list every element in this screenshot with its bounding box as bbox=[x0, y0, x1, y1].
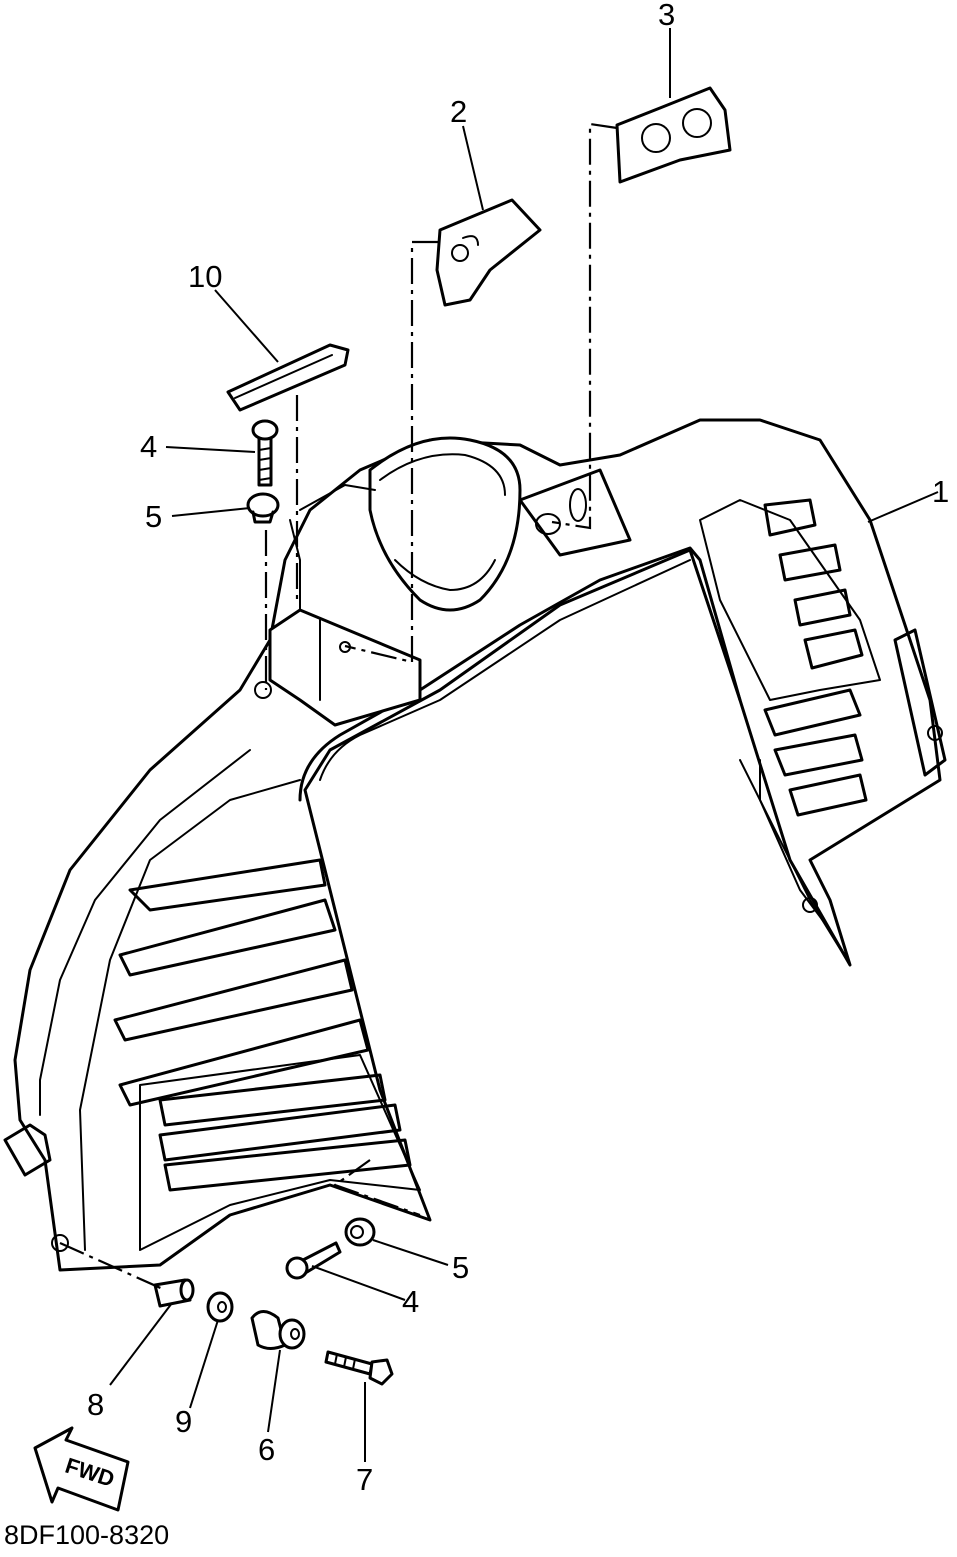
callout-5-upper: 5 bbox=[145, 499, 162, 534]
bolt-part-7 bbox=[324, 1350, 394, 1386]
assembly-lines bbox=[59, 122, 618, 1292]
forward-arrow: FWD bbox=[33, 1426, 130, 1512]
figure-code: 8DF100-8320 bbox=[4, 1520, 169, 1550]
callout-1: 1 bbox=[932, 474, 949, 509]
damper-part-6 bbox=[250, 1310, 306, 1350]
callout-3: 3 bbox=[658, 0, 675, 32]
bracket-part-2 bbox=[435, 198, 542, 307]
collar-part-8 bbox=[153, 1278, 195, 1308]
grommet-upper bbox=[246, 492, 280, 524]
callout-6: 6 bbox=[258, 1432, 275, 1467]
callout-4-upper: 4 bbox=[140, 429, 157, 464]
leader-lines bbox=[109, 28, 939, 1462]
callout-5-lower: 5 bbox=[452, 1250, 469, 1285]
plate-part-3 bbox=[615, 86, 732, 184]
screw-upper bbox=[251, 419, 279, 487]
screw-lower bbox=[285, 1241, 342, 1280]
washer-part-9 bbox=[206, 1291, 234, 1323]
callout-labels: 1 2 3 4 5 4 5 6 7 8 9 10 bbox=[87, 0, 949, 1497]
callout-2: 2 bbox=[450, 94, 467, 129]
strip-part-10 bbox=[226, 343, 350, 412]
callout-4-lower: 4 bbox=[402, 1284, 419, 1319]
callout-10: 10 bbox=[188, 259, 222, 294]
callout-9: 9 bbox=[175, 1404, 192, 1439]
callout-7: 7 bbox=[356, 1462, 373, 1497]
callout-8: 8 bbox=[87, 1387, 104, 1422]
front-cover-part bbox=[3, 418, 947, 1272]
grommet-lower bbox=[344, 1217, 376, 1247]
